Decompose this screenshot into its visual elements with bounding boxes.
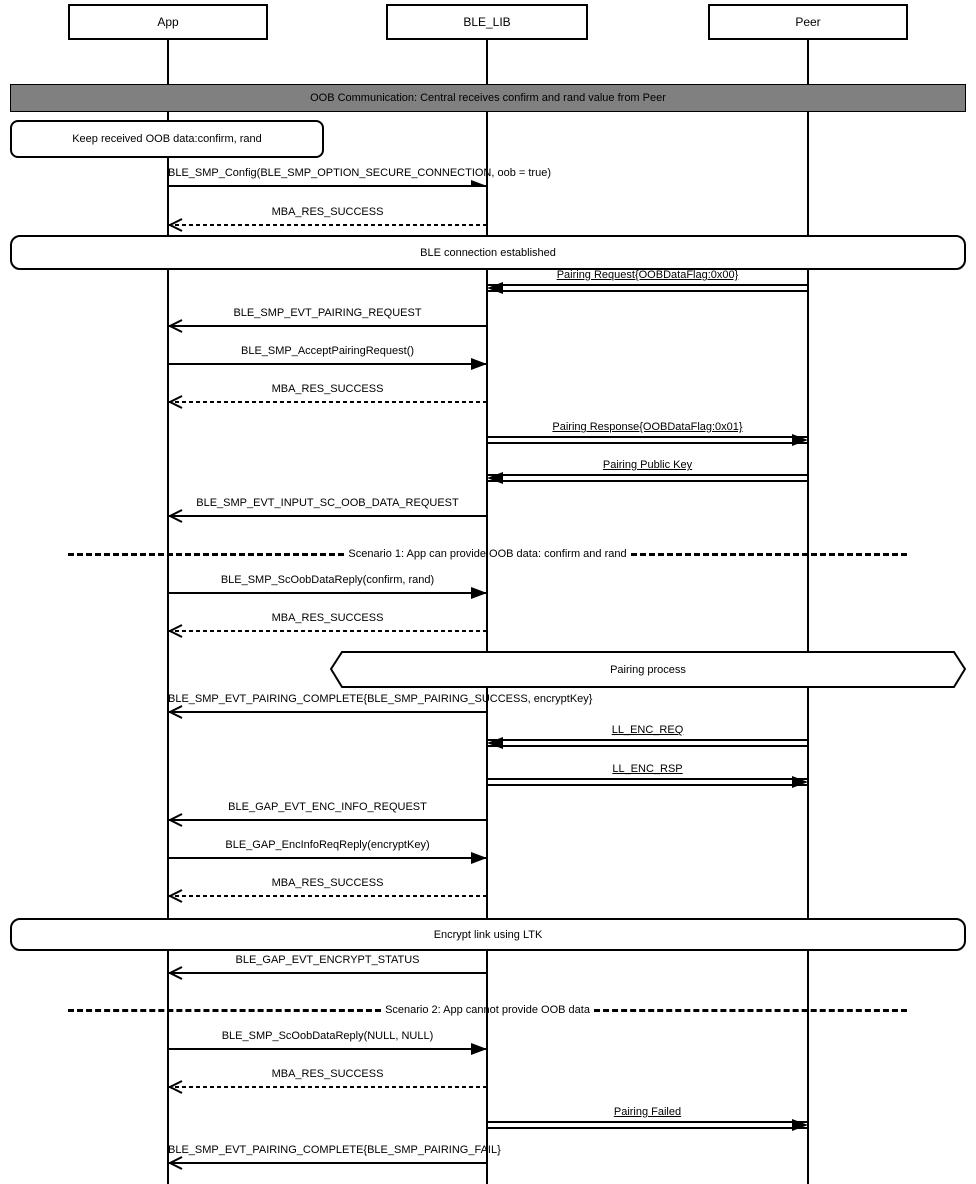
message-label: MBA_RES_SUCCESS [271, 206, 384, 218]
message-label: BLE_GAP_EVT_ENCRYPT_STATUS [235, 954, 420, 966]
message-arrow [168, 587, 487, 599]
message-arrow [167, 624, 487, 638]
message-arrow [167, 1156, 487, 1170]
participant-peer: Peer [708, 4, 908, 40]
message-arrow [167, 889, 487, 903]
note-keep-oob-data-text: Keep received OOB data:confirm, rand [72, 133, 262, 145]
box-pairing-process-text: Pairing process [610, 663, 686, 676]
message-label: MBA_RES_SUCCESS [271, 383, 384, 395]
message-arrow [167, 705, 487, 719]
participant-ble-lib-label: BLE_LIB [463, 15, 511, 29]
message-label: Pairing Response{OOBDataFlag:0x01} [552, 421, 743, 433]
message-label: BLE_SMP_EVT_PAIRING_COMPLETE{BLE_SMP_PAI… [168, 693, 593, 705]
message-arrow [487, 434, 808, 446]
lifeline-ble-lib [486, 40, 488, 1184]
message-label: LL_ENC_REQ [611, 724, 684, 736]
message-arrow [167, 509, 487, 523]
message-arrow [168, 852, 487, 864]
message-arrow [487, 737, 808, 749]
divider-dash-right [593, 1008, 908, 1012]
participant-ble-lib: BLE_LIB [386, 4, 588, 40]
divider-dash-left [68, 1008, 382, 1012]
participant-peer-label: Peer [795, 15, 821, 29]
participant-app-label: App [157, 15, 179, 29]
box-ble-connection-established-text: BLE connection established [420, 246, 556, 259]
message-label: BLE_SMP_ScOobDataReply(NULL, NULL) [221, 1030, 434, 1042]
scenario-2-divider-text: Scenario 2: App cannot provide OOB data [385, 1004, 590, 1016]
participant-app: App [68, 4, 268, 40]
scenario-1-divider-text: Scenario 1: App can provide OOB data: co… [348, 548, 627, 560]
message-label: MBA_RES_SUCCESS [271, 877, 384, 889]
message-arrow [487, 1119, 808, 1131]
oob-communication-banner: OOB Communication: Central receives conf… [10, 84, 966, 112]
message-arrow [487, 282, 808, 294]
box-encrypt-link-using-ltk: Encrypt link using LTK [10, 918, 966, 951]
message-label: BLE_GAP_EVT_ENC_INFO_REQUEST [228, 801, 427, 813]
divider-dash-right [630, 552, 907, 556]
scenario-2-divider: Scenario 2: App cannot provide OOB data [68, 1000, 908, 1020]
pairing-process-shape [329, 651, 967, 688]
oob-communication-banner-text: OOB Communication: Central receives conf… [310, 92, 666, 104]
message-label: MBA_RES_SUCCESS [271, 1068, 384, 1080]
message-label: BLE_SMP_EVT_PAIRING_COMPLETE{BLE_SMP_PAI… [168, 1144, 501, 1156]
message-label: BLE_SMP_AcceptPairingRequest() [240, 345, 415, 357]
message-arrow [167, 319, 487, 333]
message-arrow [168, 358, 487, 370]
lifeline-app [167, 40, 169, 1184]
message-label: MBA_RES_SUCCESS [271, 612, 384, 624]
message-arrow [167, 395, 487, 409]
message-label: Pairing Request{OOBDataFlag:0x00} [556, 269, 739, 281]
scenario-1-divider: Scenario 1: App can provide OOB data: co… [68, 544, 907, 564]
message-label: BLE_SMP_EVT_PAIRING_REQUEST [233, 307, 422, 319]
message-arrow [487, 776, 808, 788]
box-ble-connection-established: BLE connection established [10, 235, 966, 270]
box-encrypt-link-using-ltk-text: Encrypt link using LTK [433, 928, 543, 941]
message-label: LL_ENC_RSP [612, 763, 683, 775]
message-arrow [487, 472, 808, 484]
message-label: BLE_GAP_EncInfoReqReply(encryptKey) [225, 839, 430, 851]
message-arrow [167, 966, 487, 980]
message-arrow [167, 218, 487, 232]
lifeline-peer [807, 40, 809, 1184]
note-keep-oob-data: Keep received OOB data:confirm, rand [10, 120, 324, 158]
message-arrow [168, 1043, 487, 1055]
message-arrow [167, 1080, 487, 1094]
box-pairing-process: Pairing process [329, 651, 967, 688]
message-label: BLE_SMP_ScOobDataReply(confirm, rand) [220, 574, 435, 586]
message-arrow [167, 813, 487, 827]
message-label: Pairing Public Key [602, 459, 693, 471]
message-label: Pairing Failed [613, 1106, 682, 1118]
message-label: BLE_SMP_EVT_INPUT_SC_OOB_DATA_REQUEST [196, 497, 459, 509]
message-label: BLE_SMP_Config(BLE_SMP_OPTION_SECURE_CON… [168, 167, 551, 179]
divider-dash-left [68, 552, 345, 556]
message-arrow [168, 180, 487, 187]
